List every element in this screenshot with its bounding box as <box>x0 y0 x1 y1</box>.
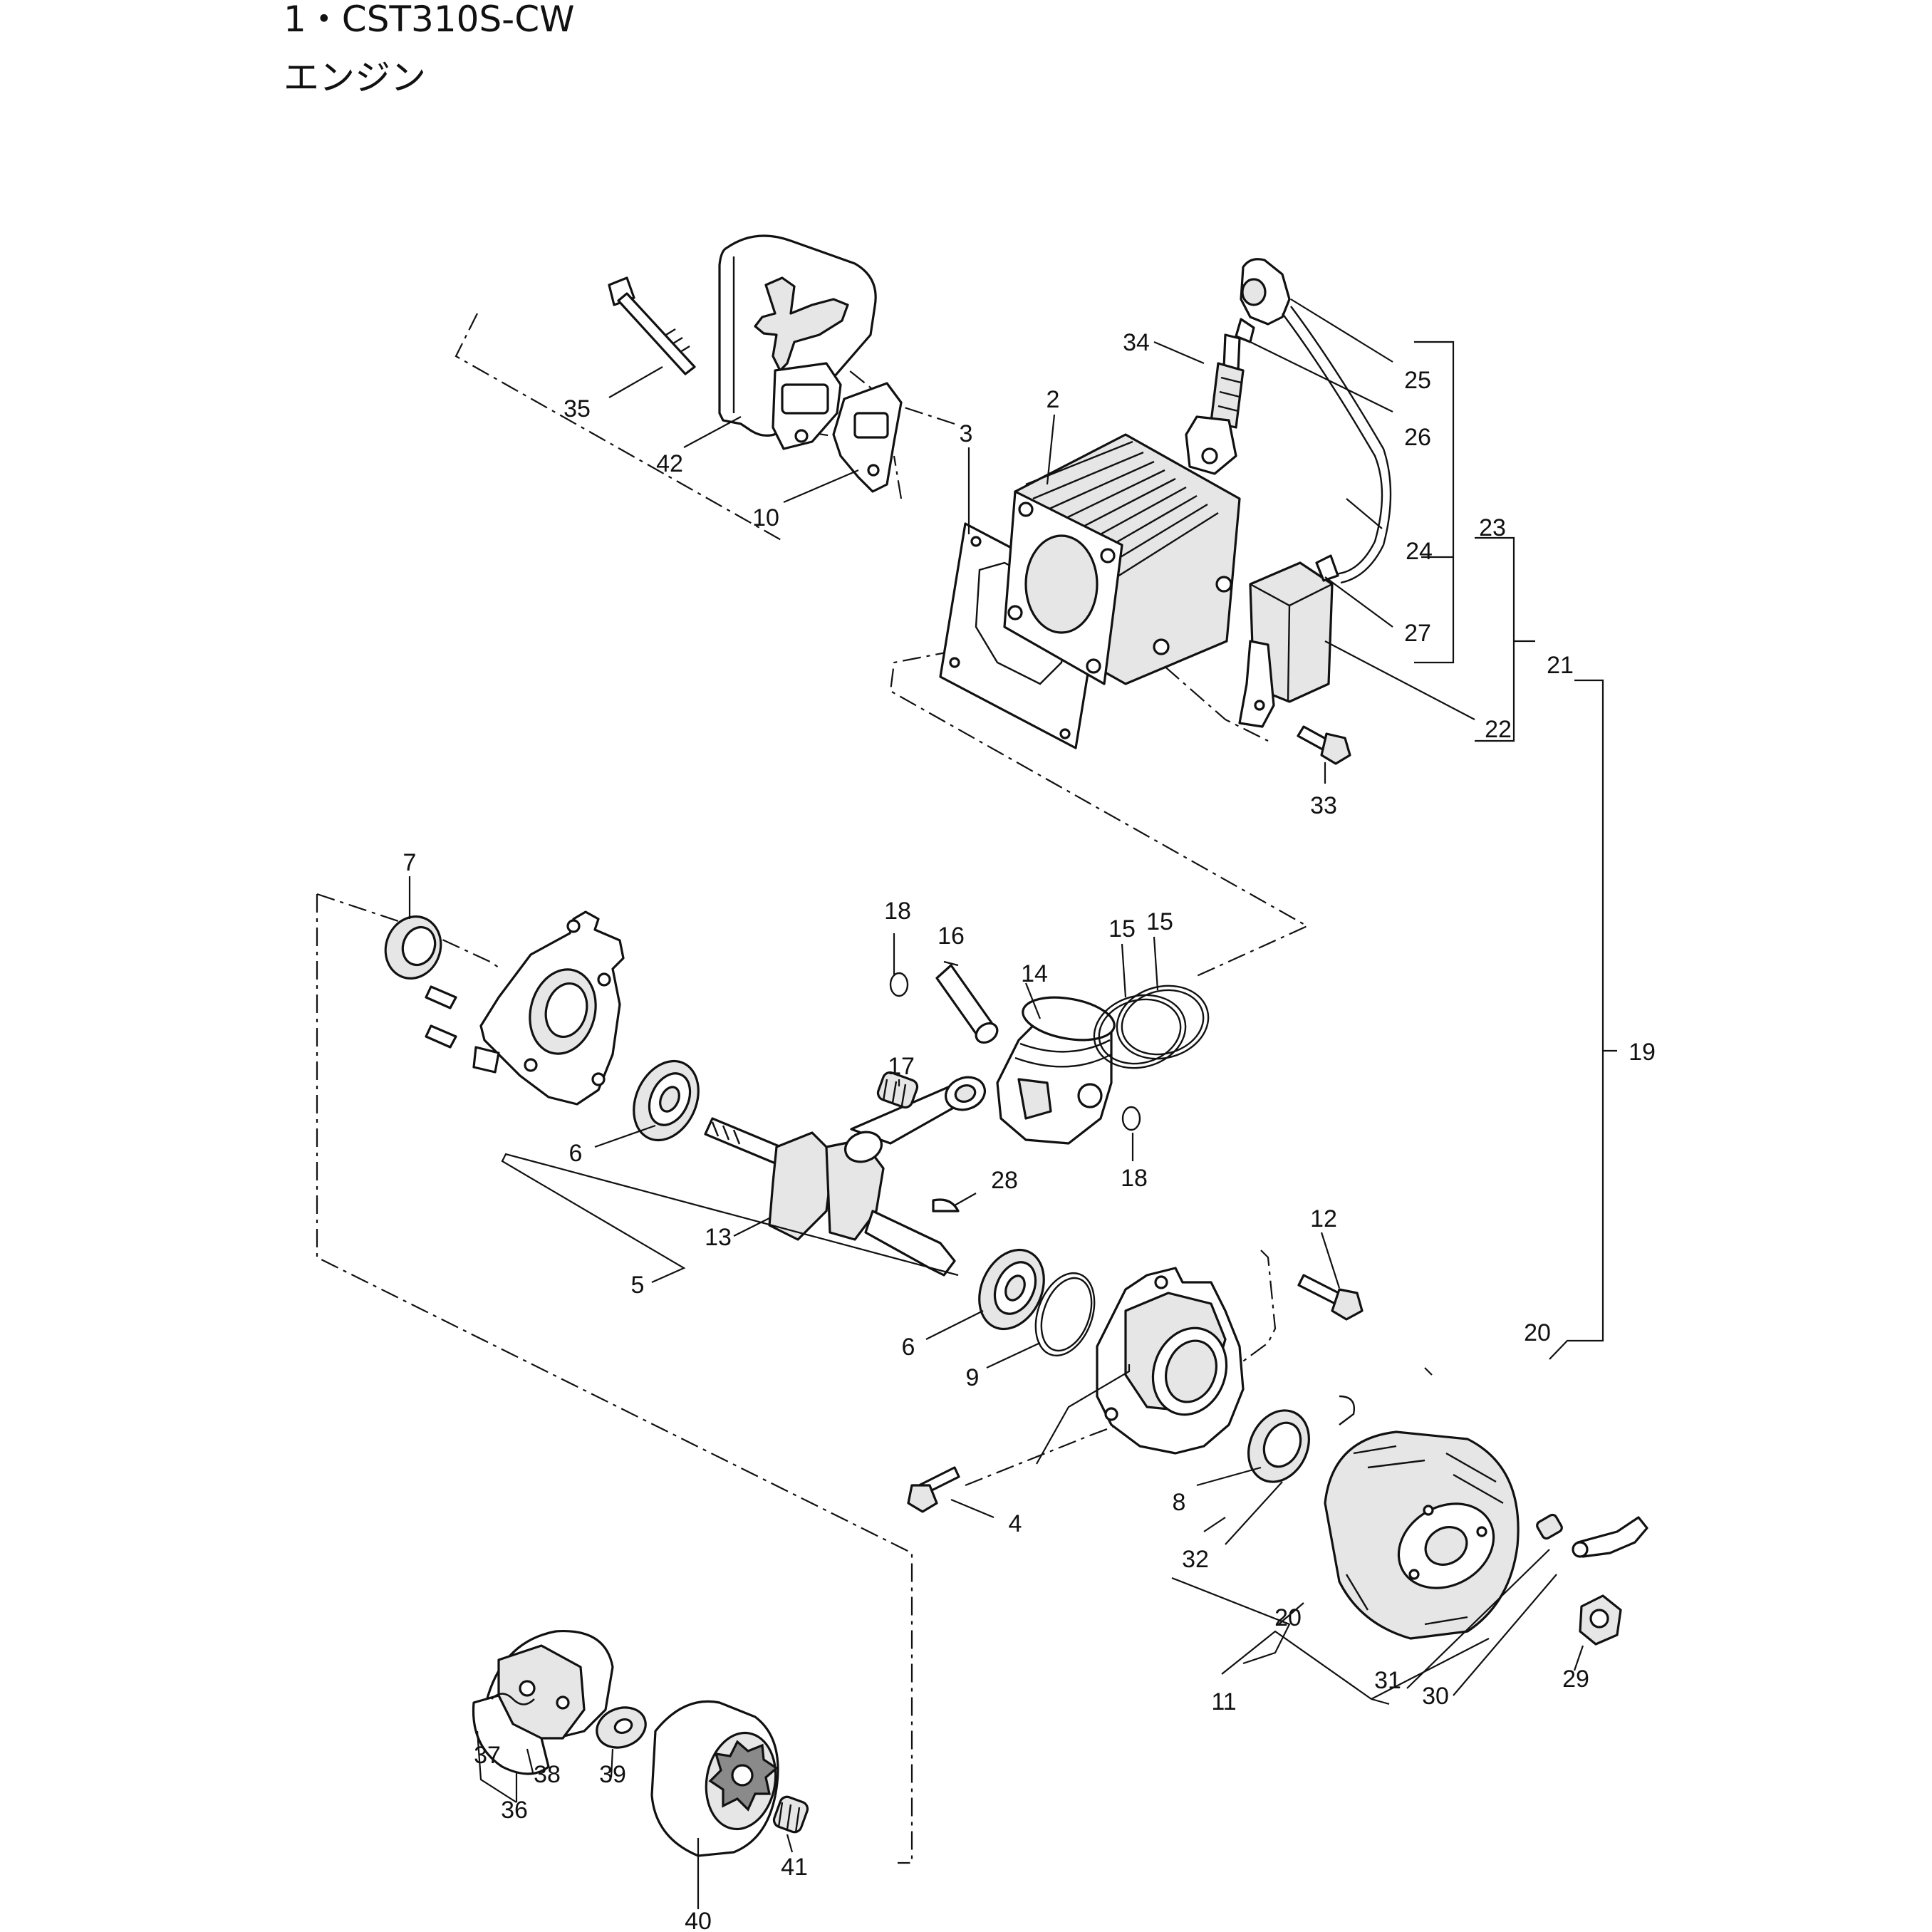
callout-14: 14 <box>1021 960 1048 987</box>
callout-10: 10 <box>752 504 779 531</box>
callout-8: 8 <box>1173 1489 1186 1516</box>
dowel-pins-part <box>425 985 457 1049</box>
starter-pawl-part <box>1572 1516 1648 1558</box>
clutch-drum-part <box>650 1700 779 1857</box>
piston-circlip-lower-part <box>1121 1106 1141 1131</box>
callout-2: 2 <box>1046 386 1060 413</box>
callout-35: 35 <box>564 395 591 422</box>
flywheel-nut-part <box>1579 1594 1622 1646</box>
callout-40: 40 <box>685 1908 712 1932</box>
callout-5: 5 <box>631 1272 645 1299</box>
callout-30: 30 <box>1422 1683 1449 1710</box>
callout-numbers: 2 3 4 5 6 6 7 8 9 10 11 12 13 14 15 15 1… <box>403 329 1656 1932</box>
callout-7: 7 <box>403 849 417 876</box>
leader-lines <box>408 298 1617 1909</box>
callout-6-upper: 6 <box>569 1140 583 1167</box>
callout-16: 16 <box>938 923 965 950</box>
callout-31: 31 <box>1374 1667 1401 1694</box>
cylinder-part <box>1003 433 1241 685</box>
diagram-model-title: 1・CST310S-CW <box>284 0 575 40</box>
piston-circlip-upper-part <box>889 972 909 997</box>
callout-24: 24 <box>1406 538 1433 565</box>
callout-13: 13 <box>705 1224 732 1251</box>
callout-23: 23 <box>1479 514 1506 541</box>
piston-pin-part <box>935 964 999 1044</box>
bearing-upper-part <box>633 1059 700 1142</box>
callout-28: 28 <box>991 1167 1018 1194</box>
pawl-spring-part <box>1536 1513 1563 1540</box>
callout-17: 17 <box>888 1053 915 1080</box>
diagram-section-title: エンジン <box>284 57 426 98</box>
piston-ring-front-part <box>1116 985 1210 1060</box>
callout-25: 25 <box>1404 367 1431 394</box>
callout-29: 29 <box>1562 1666 1589 1693</box>
callout-33: 33 <box>1310 792 1337 819</box>
callout-20-lower: 20 <box>1274 1604 1302 1631</box>
callout-22: 22 <box>1485 716 1512 743</box>
callout-37: 37 <box>474 1742 501 1769</box>
crankcase-left-part <box>472 910 625 1106</box>
plug-cap-part <box>1235 258 1392 584</box>
callout-42: 42 <box>656 450 683 477</box>
crankcase-screw-lower-part <box>907 1466 960 1513</box>
crankcase-screw-upper-part <box>1297 1274 1364 1321</box>
assembly-dash-lines <box>316 313 1309 1864</box>
callout-21: 21 <box>1547 652 1574 679</box>
crankcase-right-part <box>1096 1267 1245 1455</box>
muffler-bolt-part <box>608 276 696 375</box>
callout-15-front: 15 <box>1146 908 1173 935</box>
callout-34: 34 <box>1123 329 1150 356</box>
callout-18-lower: 18 <box>1121 1165 1148 1192</box>
callout-27: 27 <box>1404 620 1431 647</box>
piston-ring-rear-part <box>1093 994 1187 1069</box>
piston-part <box>996 996 1116 1145</box>
callout-26: 26 <box>1404 424 1431 451</box>
callout-9: 9 <box>966 1364 980 1391</box>
callout-15-rear: 15 <box>1108 915 1136 942</box>
needle-bearing-small-part <box>876 1071 919 1109</box>
callout-3: 3 <box>960 420 973 447</box>
callout-6-lower: 6 <box>902 1334 915 1361</box>
callout-36: 36 <box>501 1797 528 1824</box>
retaining-ring-part <box>1034 1272 1096 1357</box>
muffler-gasket-part <box>832 382 903 493</box>
flywheel-part <box>1324 1430 1520 1640</box>
callout-18-upper: 18 <box>884 898 911 925</box>
spark-plug-part <box>1185 333 1245 475</box>
oil-seal-left-part <box>384 915 442 980</box>
woodruff-key-part <box>932 1198 960 1212</box>
callout-39: 39 <box>599 1761 626 1788</box>
clutch-part <box>472 1629 614 1775</box>
callout-20-upper: 20 <box>1524 1319 1551 1346</box>
bearing-lower-part <box>978 1248 1045 1331</box>
callout-12: 12 <box>1310 1205 1337 1232</box>
crankshaft-part <box>704 1076 986 1277</box>
muffler-part <box>718 234 877 450</box>
callout-19: 19 <box>1629 1039 1656 1066</box>
ignition-coil-part <box>1238 554 1339 728</box>
clutch-washer-part <box>596 1706 647 1749</box>
callout-32: 32 <box>1182 1546 1209 1573</box>
callout-41: 41 <box>781 1854 808 1881</box>
oil-seal-right-part <box>1247 1409 1310 1483</box>
coil-screw-part <box>1297 725 1351 765</box>
callout-4: 4 <box>1009 1510 1022 1537</box>
flywheel-clip-part <box>1339 1395 1355 1425</box>
callout-38: 38 <box>534 1761 561 1788</box>
needle-bearing-clutch-part <box>772 1795 809 1834</box>
callout-11: 11 <box>1211 1688 1236 1715</box>
